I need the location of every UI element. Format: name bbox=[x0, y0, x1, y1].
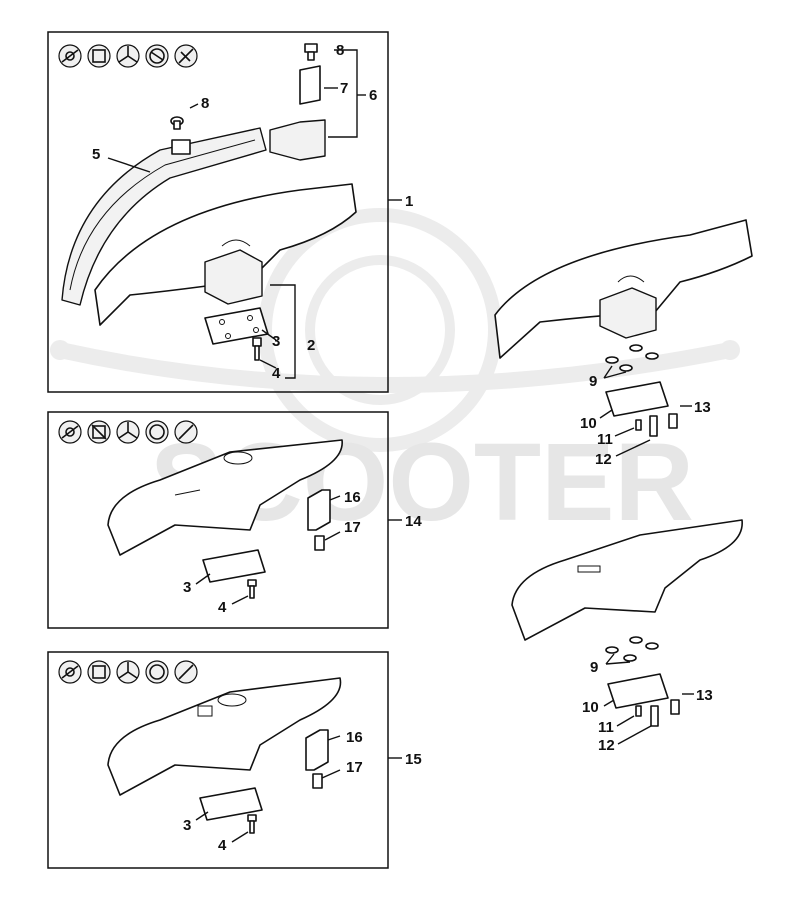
callout-11-a: 11 bbox=[597, 431, 613, 448]
callout-17-panel3: 17 bbox=[346, 759, 363, 776]
callout-4-panel2: 4 bbox=[218, 599, 227, 616]
panel-guard-assembly-15: 16 17 15 3 4 bbox=[47, 651, 422, 869]
callout-11-b: 11 bbox=[598, 719, 614, 736]
tool-icons-row-2 bbox=[58, 420, 198, 444]
callout-6: 6 bbox=[369, 87, 377, 104]
square-blade-icon bbox=[87, 44, 111, 68]
mounting-plate-10-b bbox=[607, 673, 669, 709]
right-guard-assembly-a: 9 10 11 12 13 bbox=[494, 219, 753, 468]
screw-11-b bbox=[635, 705, 642, 717]
guard-right-a bbox=[494, 219, 753, 359]
circular-saw-blade-icon bbox=[145, 44, 169, 68]
trimmer-head-icon bbox=[58, 420, 82, 444]
bracket-plate-7 bbox=[299, 65, 321, 105]
screw-4-c bbox=[247, 814, 257, 834]
mounting-plate-10-a bbox=[605, 381, 669, 417]
callout-8-left: 8 bbox=[201, 95, 209, 112]
screw-13-b bbox=[670, 699, 680, 715]
callout-1: 1 bbox=[405, 193, 413, 210]
guard-14 bbox=[107, 439, 343, 556]
mounting-bracket bbox=[269, 119, 326, 161]
callout-9-b: 9 bbox=[590, 659, 598, 676]
callout-16-panel2: 16 bbox=[344, 489, 361, 506]
screw-8-left bbox=[170, 116, 184, 130]
callout-15: 15 bbox=[405, 751, 422, 768]
panel-guard-assembly-1: 8 7 6 8 5 1 2 3 4 bbox=[47, 31, 413, 393]
washers-9-b bbox=[605, 636, 659, 662]
screw-17-b bbox=[312, 773, 323, 789]
callout-10-a: 10 bbox=[580, 415, 597, 432]
callout-3-panel3: 3 bbox=[183, 817, 191, 834]
mounting-plate-3-c bbox=[199, 787, 263, 821]
bracket-16-b bbox=[305, 729, 329, 771]
brush-knife-icon bbox=[174, 660, 198, 684]
callout-5: 5 bbox=[92, 146, 100, 163]
guard-right-b bbox=[511, 519, 743, 641]
screw-4-b bbox=[247, 579, 257, 599]
trimmer-head-icon bbox=[58, 44, 82, 68]
callout-3-panel1: 3 bbox=[272, 333, 280, 350]
three-tooth-blade-icon bbox=[116, 44, 140, 68]
extension-clip bbox=[171, 139, 191, 155]
callout-2: 2 bbox=[307, 337, 315, 354]
right-guard-assembly-b: 9 10 11 12 13 bbox=[511, 519, 743, 754]
callout-4-panel3: 4 bbox=[218, 837, 227, 854]
callout-13-a: 13 bbox=[694, 399, 711, 416]
callout-16-panel3: 16 bbox=[346, 729, 363, 746]
bracket-16-a bbox=[307, 489, 331, 531]
callout-3-panel2: 3 bbox=[183, 579, 191, 596]
three-tooth-blade-icon bbox=[116, 660, 140, 684]
circular-saw-blade-icon bbox=[145, 420, 169, 444]
guard-15 bbox=[107, 677, 342, 796]
panel-guard-assembly-14: 16 17 14 3 4 bbox=[47, 411, 422, 629]
callout-17-panel2: 17 bbox=[344, 519, 361, 536]
circular-saw-blade-icon bbox=[145, 660, 169, 684]
tool-icons-row-1 bbox=[58, 44, 198, 68]
washers-9-a bbox=[605, 344, 659, 372]
screw-12-a bbox=[649, 415, 658, 437]
callout-14: 14 bbox=[405, 513, 422, 530]
callout-4-panel1: 4 bbox=[272, 365, 281, 382]
screw-13-a bbox=[668, 413, 678, 429]
callout-7: 7 bbox=[340, 80, 348, 97]
brush-knife-icon bbox=[174, 420, 198, 444]
square-blade-icon bbox=[87, 420, 111, 444]
callout-8-top: 8 bbox=[336, 42, 344, 59]
callout-9-a: 9 bbox=[589, 373, 597, 390]
screw-8-top bbox=[304, 43, 318, 61]
trimmer-head-icon bbox=[58, 660, 82, 684]
mounting-plate-3-b bbox=[202, 549, 266, 583]
square-blade-icon bbox=[87, 660, 111, 684]
screw-4 bbox=[252, 337, 262, 361]
brush-knife-icon bbox=[174, 44, 198, 68]
callout-12-b: 12 bbox=[598, 737, 615, 754]
three-tooth-blade-icon bbox=[116, 420, 140, 444]
screw-11-a bbox=[635, 419, 642, 431]
screw-12-b bbox=[650, 705, 659, 727]
screw-17-a bbox=[314, 535, 325, 551]
callout-10-b: 10 bbox=[582, 699, 599, 716]
guard-mount-block bbox=[204, 249, 263, 305]
tool-icons-row-3 bbox=[58, 660, 198, 684]
callout-12-a: 12 bbox=[595, 451, 612, 468]
callout-13-b: 13 bbox=[696, 687, 713, 704]
